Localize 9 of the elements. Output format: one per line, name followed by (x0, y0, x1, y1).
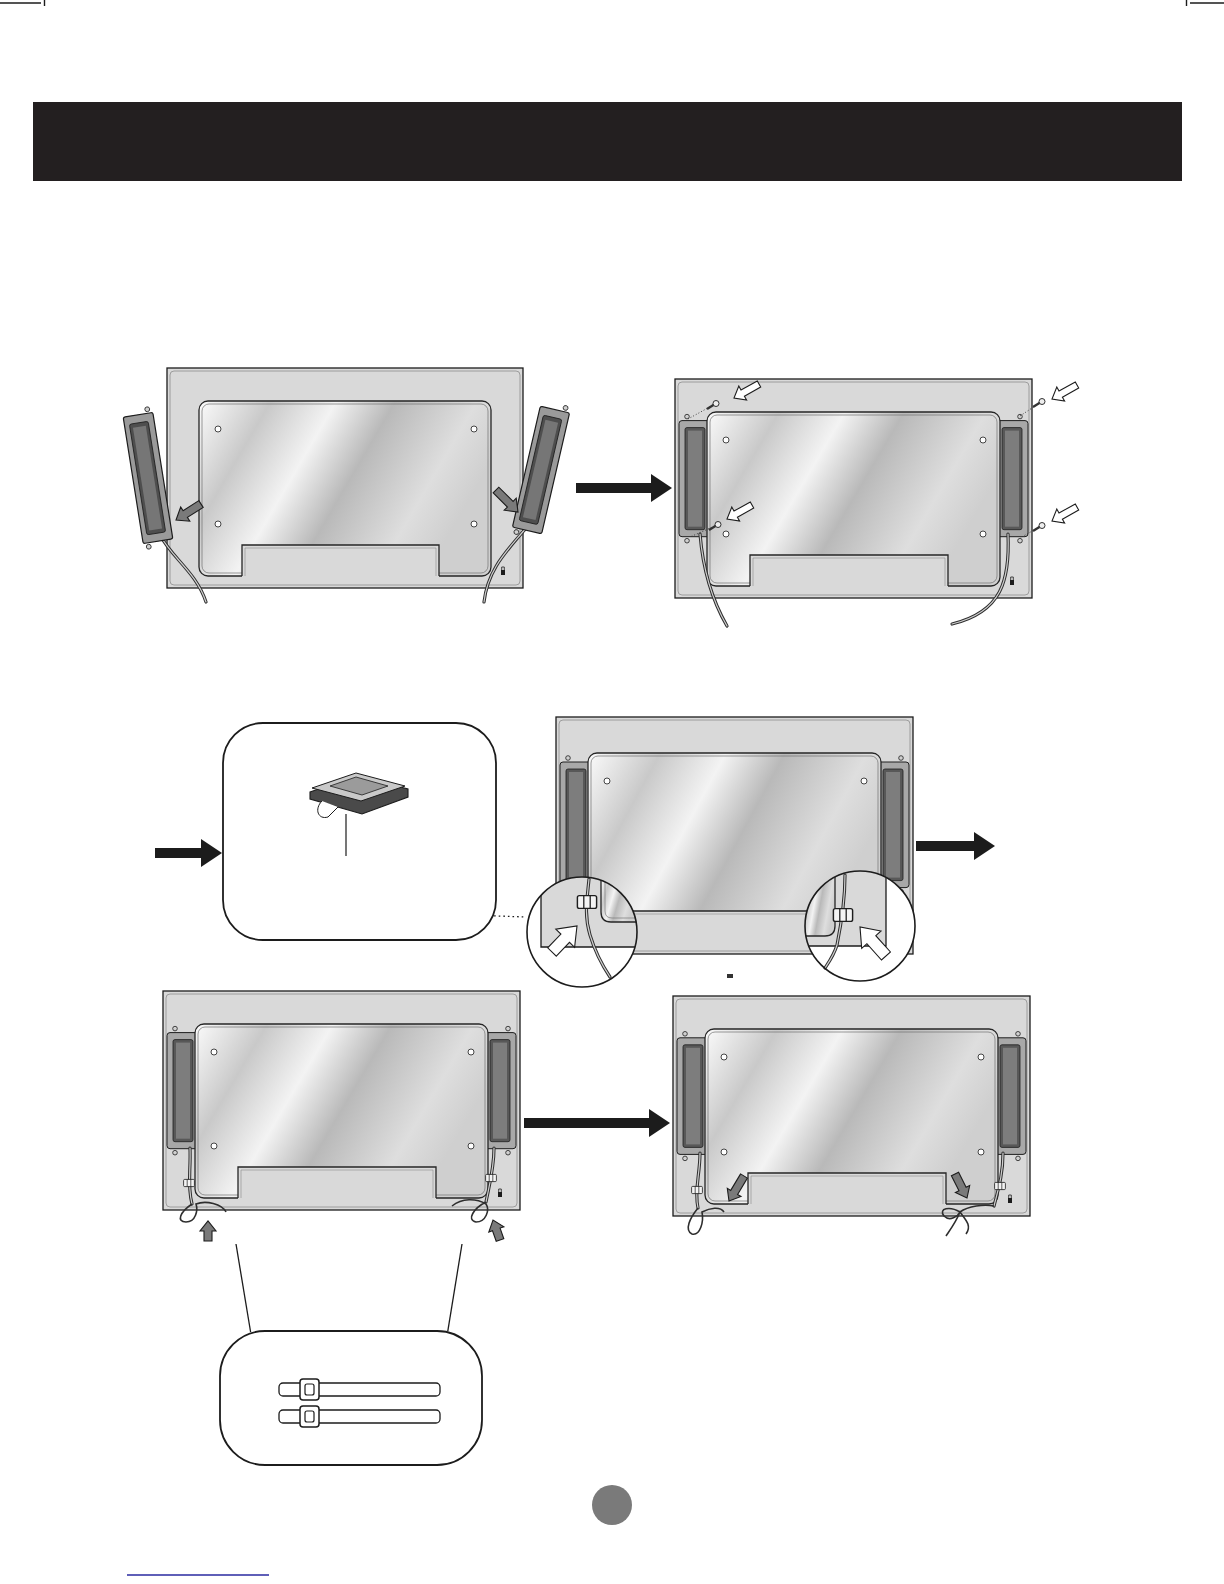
step-arrow (155, 839, 222, 867)
tv-rear-drawing (526, 715, 916, 988)
step-arrow (916, 832, 995, 860)
step-arrow (576, 474, 672, 502)
leader-line (235, 1243, 252, 1333)
detail-callout (219, 1330, 483, 1466)
leader-line (447, 1243, 463, 1332)
step-arrow (524, 1109, 670, 1137)
detail-callout (222, 722, 497, 941)
